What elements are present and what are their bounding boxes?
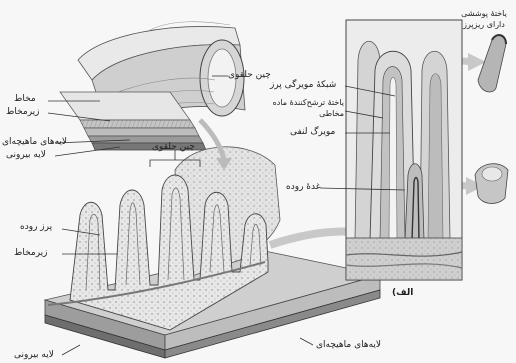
label-submucosa-mid: زیرمخاط — [14, 248, 48, 259]
label-muscle-layers-top: لایه‌های ماهیچه‌ای — [2, 137, 67, 148]
label-epithelial-cell: یاختهٔ پوششی دارای ریزپرز — [456, 8, 512, 30]
label-mucus-cell: یاختهٔ ترشح‌کنندهٔ ماده مخاطی — [264, 97, 344, 119]
label-panel-a: الف) — [392, 288, 413, 299]
villus-detail-panel — [346, 20, 462, 280]
mucus-cell-inset — [475, 164, 508, 204]
label-mucosa: مخاط — [14, 94, 36, 105]
label-lymph-capillary: مویرگ لنفی — [290, 127, 335, 138]
label-muscle-layers-bottom: لایه‌های ماهیچه‌ای — [316, 340, 381, 351]
label-fold-top: چین حلقوی — [228, 70, 271, 81]
label-outer-layer-bottom: لایه بیرونی — [14, 350, 54, 361]
label-capillary-network: شبکهٔ مویرگی پرز — [270, 80, 336, 91]
intestine-tube — [60, 22, 245, 150]
label-fold-mid: چین حلقوی — [152, 142, 195, 153]
label-outer-layer-top: لایه بیرونی — [6, 150, 46, 161]
label-submucosa-top: زیرمخاط — [6, 107, 40, 118]
label-intestinal-gland: غدهٔ روده — [286, 182, 320, 193]
label-villus: پرز روده — [20, 222, 52, 233]
villi-block — [45, 147, 380, 358]
